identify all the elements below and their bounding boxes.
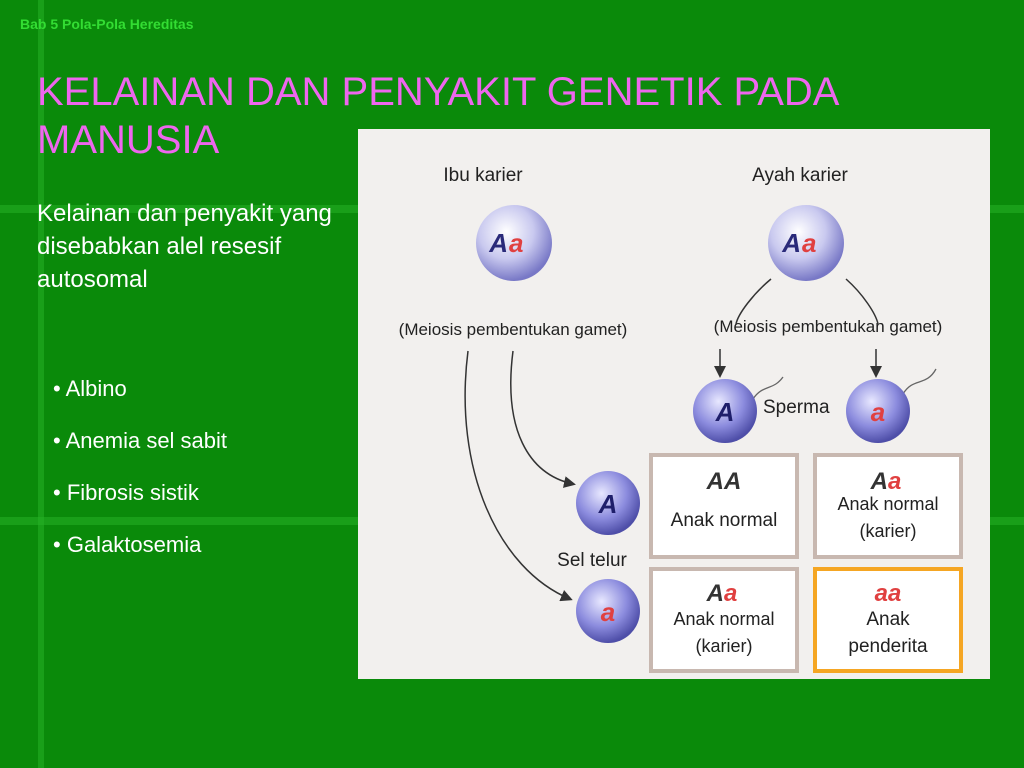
svg-text:a: a xyxy=(802,228,816,258)
punnett-cell-aa: a a Anak penderita xyxy=(813,567,963,673)
meiosis-label-left: (Meiosis pembentukan gamet) xyxy=(399,320,628,339)
svg-text:Anak: Anak xyxy=(866,609,910,630)
svg-text:A: A xyxy=(781,228,801,258)
svg-text:penderita: penderita xyxy=(848,636,928,657)
svg-text:a: a xyxy=(601,597,615,627)
mother-cell: A a xyxy=(476,205,552,281)
svg-text:A: A xyxy=(706,468,724,495)
father-label: Ayah karier xyxy=(752,165,848,186)
bg-band-left xyxy=(38,0,44,768)
svg-text:A: A xyxy=(723,468,741,495)
svg-text:a: a xyxy=(888,580,901,607)
egg-label: Sel telur xyxy=(557,550,627,571)
chapter-tag: Bab 5 Pola-Pola Hereditas xyxy=(20,16,194,32)
egg-A: A xyxy=(576,471,640,535)
slide-subtitle: Kelainan dan penyakit yang disebabkan al… xyxy=(37,200,332,293)
svg-text:A: A xyxy=(598,489,618,519)
svg-text:a: a xyxy=(888,468,901,495)
svg-text:a: a xyxy=(871,397,885,427)
egg-a: a xyxy=(576,579,640,643)
mother-label: Ibu karier xyxy=(443,165,523,186)
svg-text:a: a xyxy=(724,580,737,607)
svg-text:A: A xyxy=(715,397,735,427)
list-item: • Fibrosis sistik xyxy=(53,480,199,505)
sperm-A: A xyxy=(693,376,784,443)
list-item: • Anemia sel sabit xyxy=(53,428,228,453)
svg-text:A: A xyxy=(706,580,724,607)
svg-text:(karier): (karier) xyxy=(860,521,917,541)
meiosis-label-right: (Meiosis pembentukan gamet) xyxy=(714,317,943,336)
svg-text:Anak normal: Anak normal xyxy=(673,609,774,629)
svg-text:Anak normal: Anak normal xyxy=(671,510,778,531)
sperm-a: a xyxy=(846,368,937,443)
list-item: • Galaktosemia xyxy=(53,532,202,557)
svg-text:Anak normal: Anak normal xyxy=(837,494,938,514)
slide-title: KELAINAN DAN PENYAKIT GENETIK PADA MANUS… xyxy=(37,70,838,162)
punnett-cell-Aa-top: A a Anak normal (karier) xyxy=(813,453,963,559)
svg-text:a: a xyxy=(509,228,523,258)
list-item: • Albino xyxy=(53,376,127,401)
svg-text:A: A xyxy=(870,468,888,495)
svg-text:(karier): (karier) xyxy=(696,636,753,656)
inheritance-diagram: Ibu karier Ayah karier A a A a (Meiosis … xyxy=(358,129,990,679)
father-cell: A a xyxy=(768,205,844,281)
svg-text:A: A xyxy=(488,228,508,258)
punnett-cell-Aa-bottom: A a Anak normal (karier) xyxy=(649,567,799,673)
sperm-label: Sperma xyxy=(763,397,830,418)
svg-text:a: a xyxy=(875,580,888,607)
disease-list: • Albino • Anemia sel sabit • Fibrosis s… xyxy=(53,376,227,584)
punnett-cell-AA: A A Anak normal xyxy=(649,453,799,559)
